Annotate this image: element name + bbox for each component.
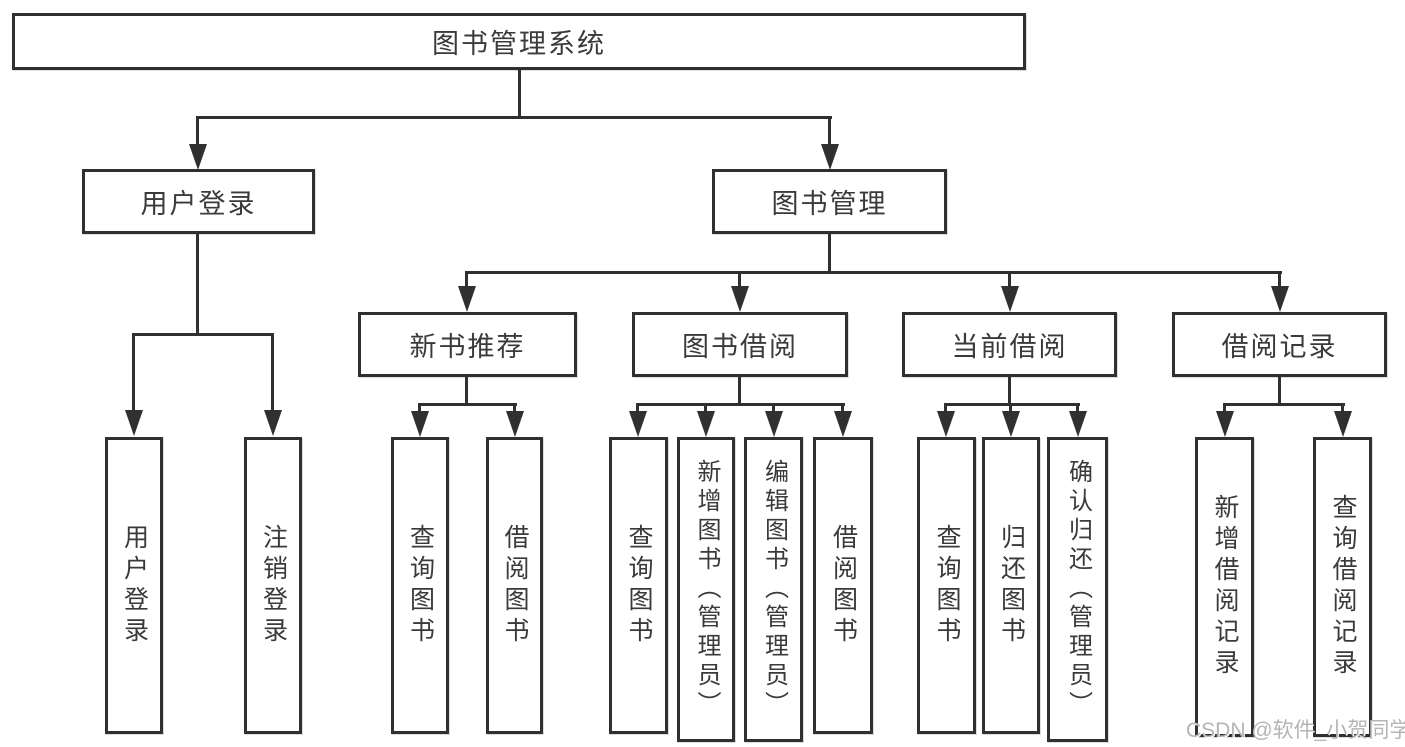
connector-leaf-drop — [132, 336, 135, 411]
connector-leaf-drop — [841, 406, 844, 413]
arrow-down-icon — [834, 411, 852, 437]
arrow-down-icon — [629, 411, 647, 437]
arrow-down-icon — [411, 411, 429, 437]
arrow-down-icon — [506, 411, 524, 437]
connector-l3-drop — [1008, 274, 1011, 288]
connector-borrow-stem — [738, 377, 741, 406]
connector-leaf-drop — [1223, 406, 1226, 413]
connector-recommend-rail — [418, 403, 517, 406]
leaf-add-borrow-record-label: 新增借阅记录 — [1211, 494, 1239, 680]
node-book-borrow-label: 图书借阅 — [682, 332, 798, 362]
leaf-user-login-label: 用户登录 — [120, 523, 149, 648]
node-new-book-recommend: 新书推荐 — [358, 312, 577, 377]
connector-manage-stem — [828, 234, 831, 274]
connector-l3-drop — [465, 274, 468, 288]
leaf-query-book-label: 查询图书 — [933, 523, 961, 648]
leaf-user-login: 用户登录 — [105, 437, 163, 734]
arrow-down-icon — [125, 410, 143, 436]
node-book-borrow: 图书借阅 — [632, 312, 848, 377]
connector-current-rail — [944, 403, 1080, 406]
connector-leaf-drop — [513, 406, 516, 413]
connector-leaf-drop — [636, 406, 639, 413]
node-user-login-label: 用户登录 — [140, 189, 257, 219]
leaf-recommend-query-book: 查询图书 — [391, 437, 449, 734]
leaf-borrow-book-label: 借阅图书 — [501, 523, 529, 648]
leaf-logout: 注销登录 — [244, 437, 302, 734]
arrow-down-icon — [937, 411, 955, 437]
node-root-label: 图书管理系统 — [432, 29, 606, 59]
connector-leaf-drop — [772, 406, 775, 413]
leaf-edit-book-admin: 编辑图书（管理员） — [744, 437, 803, 742]
connector-records-stem — [1278, 377, 1281, 406]
connector-current-stem — [1008, 377, 1011, 406]
leaf-add-book-admin: 新增图书（管理员） — [677, 437, 735, 742]
node-root-system: 图书管理系统 — [12, 13, 1026, 70]
connector-leaf-drop — [1009, 406, 1012, 413]
connector-manage-drop — [828, 119, 831, 146]
leaf-borrow-query-book: 查询图书 — [609, 437, 668, 734]
leaf-return-book: 归还图书 — [982, 437, 1040, 734]
leaf-return-book-label: 归还图书 — [997, 523, 1026, 648]
arrow-down-icon — [1271, 286, 1289, 312]
node-borrow-records: 借阅记录 — [1172, 312, 1387, 377]
leaf-edit-book-admin-label: 编辑图书（管理员） — [760, 459, 788, 720]
connector-login-drop — [196, 119, 199, 146]
leaf-query-book-label: 查询图书 — [625, 523, 653, 648]
connector-leaf-drop — [704, 406, 707, 413]
node-book-manage-label: 图书管理 — [771, 189, 888, 219]
leaf-confirm-return-admin: 确认归还（管理员） — [1047, 437, 1108, 742]
node-current-borrow: 当前借阅 — [902, 312, 1117, 377]
csdn-watermark: CSDN @软件_小贺同学 — [1186, 719, 1405, 742]
leaf-query-borrow-record-label: 查询借阅记录 — [1329, 494, 1357, 680]
arrow-down-icon — [189, 144, 207, 170]
arrow-down-icon — [1069, 411, 1087, 437]
connector-root-stem — [518, 70, 521, 119]
leaf-recommend-borrow-book: 借阅图书 — [486, 437, 543, 734]
arrow-down-icon — [731, 286, 749, 312]
leaf-current-query-book: 查询图书 — [917, 437, 976, 734]
connector-leaf-drop — [418, 406, 421, 413]
connector-recommend-stem — [465, 377, 468, 406]
connector-login-rail — [132, 333, 274, 336]
node-new-book-recommend-label: 新书推荐 — [409, 332, 526, 362]
arrow-down-icon — [1216, 411, 1234, 437]
leaf-query-borrow-record: 查询借阅记录 — [1313, 437, 1372, 737]
leaf-add-borrow-record: 新增借阅记录 — [1195, 437, 1254, 737]
arrow-down-icon — [264, 410, 282, 436]
connector-l3-drop — [738, 274, 741, 288]
leaf-confirm-return-admin-label: 确认归还（管理员） — [1064, 459, 1092, 720]
connector-borrow-rail — [636, 403, 845, 406]
connector-l3-drop — [1278, 274, 1281, 288]
arrow-down-icon — [821, 144, 839, 170]
arrow-down-icon — [1334, 411, 1352, 437]
connector-leaf-drop — [944, 406, 947, 413]
connector-records-rail — [1223, 403, 1345, 406]
connector-leaf-drop — [1076, 406, 1079, 413]
leaf-add-book-admin-label: 新增图书（管理员） — [693, 459, 720, 720]
arrow-down-icon — [765, 411, 783, 437]
node-book-manage: 图书管理 — [712, 169, 947, 234]
leaf-borrow-book-label: 借阅图书 — [829, 523, 858, 648]
connector-root-rail — [196, 116, 832, 119]
node-user-login: 用户登录 — [82, 169, 315, 234]
leaf-query-book-label: 查询图书 — [406, 523, 435, 648]
connector-login-stem — [196, 234, 199, 335]
connector-leaf-drop — [271, 336, 274, 411]
leaf-borrow-borrow-book: 借阅图书 — [813, 437, 873, 734]
leaf-logout-label: 注销登录 — [259, 523, 288, 648]
node-current-borrow-label: 当前借阅 — [951, 332, 1068, 362]
arrow-down-icon — [697, 411, 715, 437]
arrow-down-icon — [1002, 411, 1020, 437]
node-borrow-records-label: 借阅记录 — [1221, 332, 1338, 362]
connector-manage-rail — [465, 271, 1282, 274]
arrow-down-icon — [458, 286, 476, 312]
arrow-down-icon — [1001, 286, 1019, 312]
connector-leaf-drop — [1341, 406, 1344, 413]
